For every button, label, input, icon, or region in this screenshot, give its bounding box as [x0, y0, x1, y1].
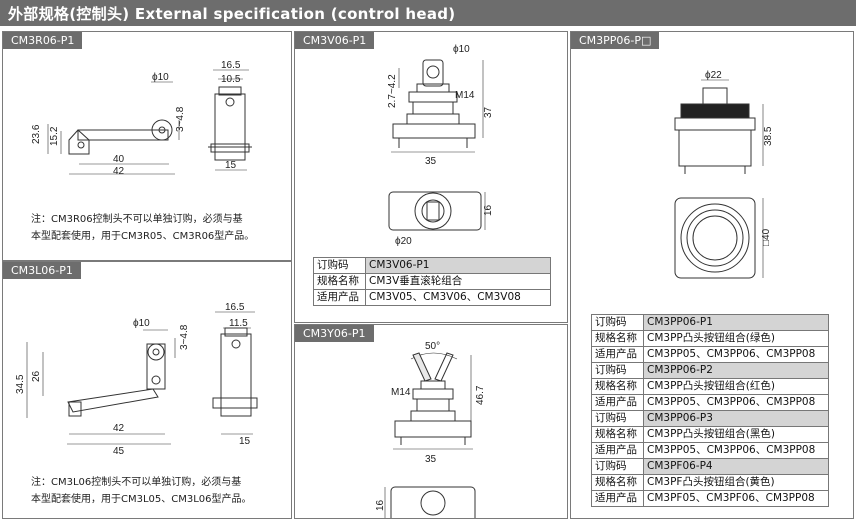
dim-length-1: 42	[113, 423, 125, 434]
cm3v06-drawing: ϕ10 2.7~4.2 M14 37 35 16 ϕ20	[387, 44, 494, 247]
dim-width: 35	[425, 156, 437, 167]
dim-roller-dia: ϕ10	[453, 44, 470, 55]
panel-tag: CM3PP06-P□	[571, 32, 660, 49]
panel-tag: CM3R06-P1	[3, 32, 83, 49]
page-title: 外部规格(控制头) External specification (contro…	[8, 5, 456, 23]
panel-cm3v06: CM3V06-P1 ϕ10 2.7~4.2 M14 37 35 16	[294, 31, 568, 323]
cm3l06-drawing: ϕ10 3~4.8 34.5 26 42 45 16.5 11.5 15	[15, 302, 258, 457]
dim-height-2: 26	[31, 370, 42, 382]
panel-cm3r06: CM3R06-P1 ϕ10 3~4.	[2, 31, 292, 261]
dim-height: 38.5	[763, 126, 774, 146]
dim-width-2: 11.5	[229, 318, 248, 329]
panel-tag: CM3Y06-P1	[295, 325, 374, 342]
dim-roller-offset: 3~4.8	[179, 324, 190, 350]
panel-tag: CM3L06-P1	[3, 262, 81, 279]
dim-height: 46.7	[475, 385, 486, 405]
dim-roller-offset: 3~4.8	[175, 106, 186, 132]
lever-arm	[67, 388, 159, 413]
panel-note: 注：CM3L06控制头不可以单独订购，必须与基 本型配套使用，用于CM3L05、…	[31, 477, 252, 505]
cm3pp06-drawing: ϕ22 38.5 □40	[674, 70, 774, 279]
header-bar: 外部规格(控制头) External specification (contro…	[0, 0, 856, 26]
cm3r06-drawing: ϕ10 3~4.8 23.6 15.2 40 42 16.5 10.5 15	[31, 60, 252, 177]
dim-height-1: 23.6	[31, 124, 42, 144]
panel-note: 注：CM3R06控制头不可以单独订购，必须与基 本型配套使用，用于CM3R05、…	[31, 214, 255, 242]
panel-tag: CM3V06-P1	[295, 32, 375, 49]
lever-arm	[77, 129, 169, 141]
dim-length-2: 45	[113, 446, 125, 457]
dim-angle: 50°	[425, 341, 440, 352]
panel-cm3l06: CM3L06-P1 ϕ10 3~4.8 34.5	[2, 261, 292, 519]
roller	[147, 343, 165, 361]
dim-button-dia: ϕ22	[705, 70, 722, 81]
dim-thread: M14	[391, 387, 411, 398]
dim-height-2: 15.2	[49, 126, 60, 146]
dim-width-1: 16.5	[225, 302, 245, 313]
dim-width-1: 16.5	[221, 60, 241, 71]
dim-height-1: 34.5	[15, 374, 26, 394]
cm3y06-drawing: 50° M14 46.7 35 16	[375, 341, 486, 518]
toggle-lever	[412, 352, 432, 382]
dim-roller-travel: 2.7~4.2	[387, 74, 398, 108]
dim-width-3: 15	[225, 160, 237, 171]
push-button	[702, 87, 728, 105]
dim-width-2: 10.5	[221, 74, 241, 85]
vertical-roller	[422, 59, 444, 87]
dim-width-3: 15	[239, 436, 251, 447]
panel-cm3y06: CM3Y06-P1 50° M14 46.7 35 16	[294, 324, 568, 519]
dim-roller-dia: ϕ10	[152, 72, 169, 83]
dim-depth: 16	[375, 499, 386, 511]
dim-length-1: 40	[113, 154, 125, 165]
dim-width: 35	[425, 454, 437, 465]
dim-height: 37	[483, 106, 494, 118]
dim-length-2: 42	[113, 166, 125, 177]
dim-roller-dia: ϕ10	[133, 318, 150, 329]
dim-thread: M14	[455, 90, 475, 101]
roller	[151, 119, 173, 141]
dim-square: □40	[761, 228, 772, 246]
base-plate	[388, 191, 482, 231]
dim-diameter: ϕ20	[395, 236, 412, 247]
dim-depth: 16	[483, 204, 494, 216]
button-top-view	[674, 197, 756, 279]
